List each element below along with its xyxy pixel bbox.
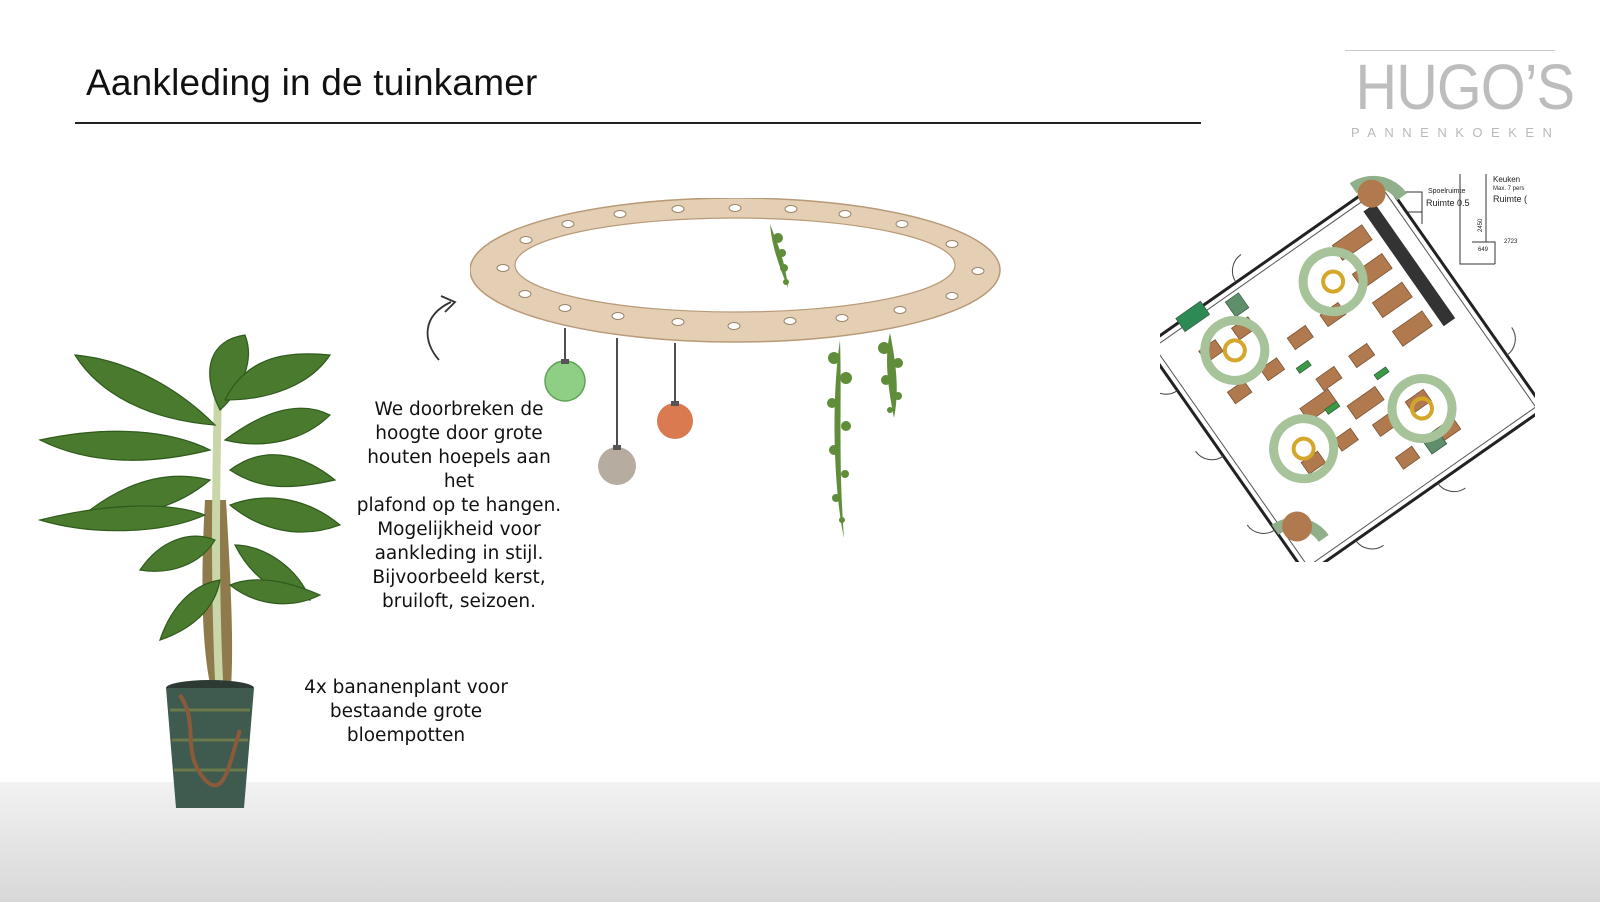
- logo-brand-text: HUGO’S: [1355, 51, 1576, 123]
- label-dim-2450: 2450: [1478, 218, 1484, 232]
- label-spoelruimte: Spoelruimte: [1428, 188, 1465, 195]
- label-keuken: Keuken: [1493, 175, 1520, 184]
- footer-band: [0, 782, 1600, 902]
- wooden-hoop: [470, 198, 1001, 343]
- logo-subtitle: PANNENKOEKEN: [1351, 125, 1561, 140]
- floor-plan-image: Spoelruimte Ruimte 0.5 Keuken Max. 7 per…: [1160, 174, 1535, 562]
- label-ruimte-c: Ruimte (: [1493, 194, 1527, 204]
- logo-rule: [1345, 50, 1555, 51]
- floorplan-doors: [1160, 254, 1516, 550]
- hanging-ivy-plants: [770, 224, 903, 538]
- floorplan-annex-walls: [1370, 174, 1496, 265]
- label-max-pers: Max. 7 pers: [1493, 186, 1524, 192]
- slide-title: Aankleding in de tuinkamer: [86, 62, 538, 103]
- banana-plant-image: [37, 334, 342, 808]
- ornament-strings: [564, 328, 676, 448]
- banana-plant-description: 4x bananenplant voor bestaande grote blo…: [304, 677, 508, 746]
- title-divider: [75, 122, 1201, 124]
- banana-plant-trunk: [202, 389, 233, 701]
- curved-arrow-icon: [426, 295, 457, 361]
- christmas-ornaments: [544, 359, 693, 485]
- label-dim-2723: 2723: [1504, 239, 1518, 245]
- floorplan-green-furniture: [1175, 292, 1448, 455]
- floorplan-hoop-markers: [1200, 247, 1457, 484]
- floorplan-labels: Spoelruimte Ruimte 0.5 Keuken Max. 7 per…: [1426, 175, 1527, 253]
- hoops-description: We doorbreken de hoogte door grote houte…: [356, 399, 562, 612]
- brand-logo: HUGO’S PANNENKOEKEN: [1345, 50, 1576, 140]
- flower-pot: [166, 680, 254, 808]
- label-dim-649: 649: [1478, 247, 1489, 253]
- label-ruimte-05: Ruimte 0.5: [1426, 198, 1470, 208]
- banana-plant-leaves: [37, 334, 342, 641]
- floorplan-room: [1160, 177, 1535, 562]
- wooden-hoop-illustration: [470, 198, 1001, 538]
- hoop-holes: [496, 204, 985, 330]
- floorplan-round-tables: [1271, 175, 1407, 543]
